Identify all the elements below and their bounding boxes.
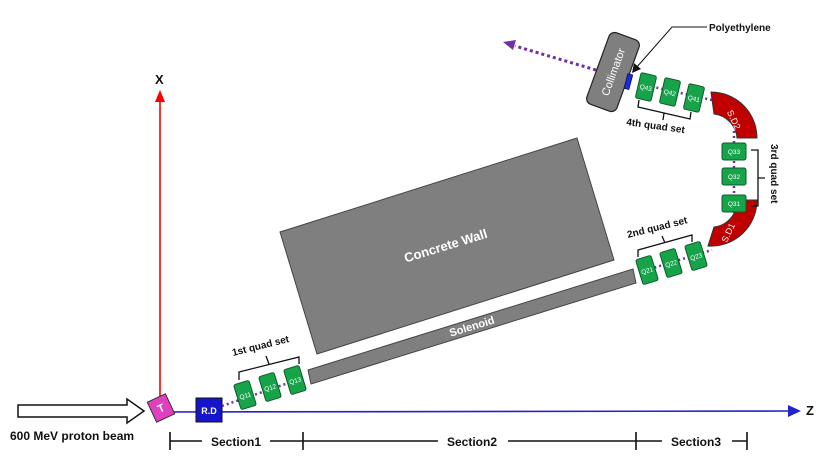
polyethylene-plate: [623, 73, 634, 90]
concrete-wall: [279, 137, 615, 355]
rd-dipole-label: R.D: [201, 406, 217, 416]
quad-set-2: Q21 Q22 Q23 2nd quad set: [626, 215, 708, 285]
solenoid-label: Solenoid: [448, 315, 496, 340]
quad-set-2-bracket: [637, 234, 693, 257]
quad-set-4-label: 4th quad set: [626, 117, 687, 136]
svg-text:Q32: Q32: [728, 174, 741, 181]
proton-beam-arrow: [17, 397, 146, 425]
svg-text:Q13: Q13: [289, 376, 303, 386]
quadrupole-q32: Q32: [721, 167, 747, 186]
svg-text:Q22: Q22: [665, 259, 679, 269]
rd-dipole: [195, 397, 223, 423]
quad-set-4: Q43 Q42 Q41 4th quad set: [626, 72, 705, 136]
quad-set-1: Q11 Q12 Q13 1st quad set: [231, 334, 307, 410]
svg-text:Q43: Q43: [639, 84, 653, 94]
polyethylene-leader-arrowhead: [632, 63, 641, 73]
quadrupole-q31: Q31: [721, 194, 747, 213]
outgoing-beam-line: [514, 44, 597, 72]
svg-text:Q23: Q23: [690, 252, 704, 262]
x-axis-label: X: [155, 72, 164, 87]
outgoing-beam-arrowhead: [503, 40, 516, 50]
polyethylene-leader: [635, 26, 707, 69]
section2-label: Section2: [447, 435, 497, 449]
section1-label: Section1: [211, 435, 261, 449]
target-label: T: [156, 402, 167, 416]
quad-set-1-label: 1st quad set: [231, 334, 291, 359]
quadrupole-q43: Q43: [635, 72, 657, 102]
quadrupole-q11: Q11: [233, 380, 257, 410]
svg-text:Q31: Q31: [728, 201, 741, 208]
quad-set-3: Q33 Q32 Q31 3rd quad set: [721, 142, 779, 213]
quad-set-3-label: 3rd quad set: [768, 144, 779, 204]
quadrupole-q13: Q13: [283, 365, 307, 395]
quadrupole-q33: Q33: [721, 142, 747, 161]
z-axis-line: [159, 410, 791, 413]
svg-text:Q33: Q33: [728, 149, 741, 156]
svg-text:Q41: Q41: [687, 95, 701, 105]
quadrupole-q21: Q21: [635, 255, 659, 285]
quadrupole-q41: Q41: [683, 83, 705, 113]
quadrupole-q12: Q12: [258, 372, 282, 402]
quad-set-1-bracket: [238, 355, 300, 380]
quad-set-3-bracket: [751, 149, 765, 207]
proton-beam-label: 600 MeV proton beam: [10, 429, 134, 443]
quad-set-4-bracket: [637, 99, 692, 121]
svg-text:Q42: Q42: [663, 89, 677, 99]
collimator: Collimator: [586, 31, 640, 113]
z-axis-label: Z: [806, 403, 814, 418]
svg-text:Q12: Q12: [264, 383, 278, 393]
polyethylene-label: Polyethylene: [709, 23, 771, 34]
quad-set-2-label: 2nd quad set: [626, 215, 689, 241]
quadrupole-q22: Q22: [659, 248, 683, 278]
quadrupole-q23: Q23: [684, 241, 708, 271]
quadrupole-q42: Q42: [659, 77, 681, 107]
svg-text:Q21: Q21: [641, 266, 655, 276]
solenoid: [307, 268, 637, 385]
section3-label: Section3: [671, 435, 721, 449]
x-axis-arrowhead: [155, 90, 165, 102]
svg-text:Q11: Q11: [239, 391, 253, 401]
z-axis-arrowhead: [788, 405, 801, 417]
target: T: [146, 393, 176, 423]
